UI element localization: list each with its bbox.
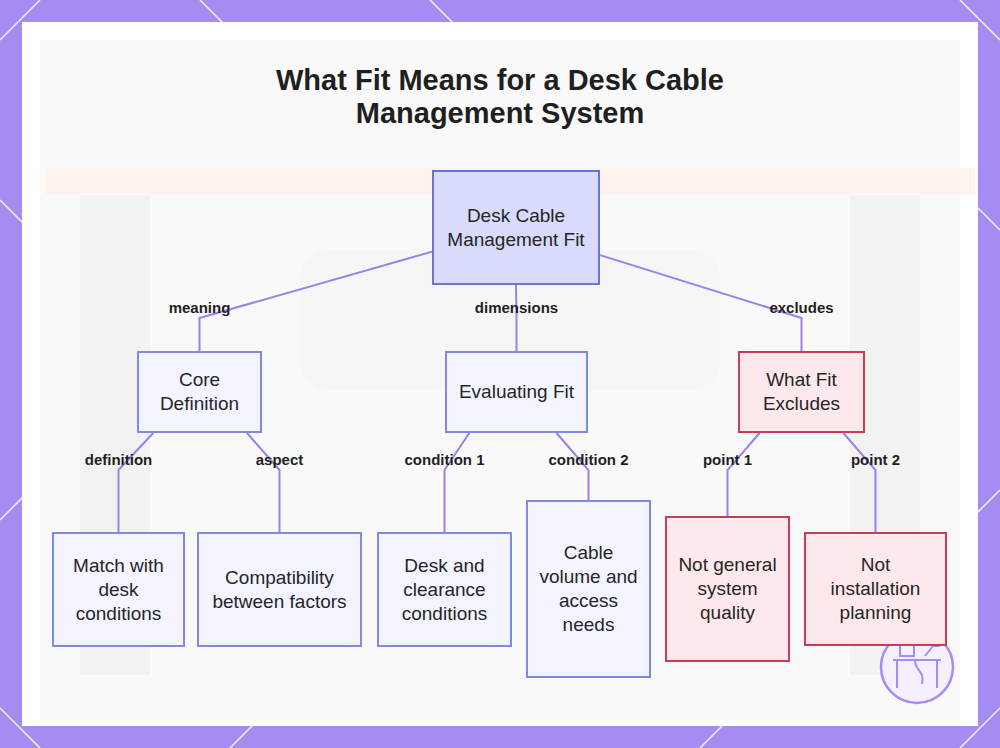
node-text: Evaluating Fit — [459, 380, 574, 404]
category-box: Evaluating Fit — [445, 351, 588, 433]
exclusion-box: What Fit Excludes — [738, 351, 865, 433]
edge-label: definition — [85, 451, 153, 469]
edge-label: condition 1 — [405, 451, 485, 469]
connector-line — [843, 433, 875, 532]
edge-label: meaning — [169, 299, 231, 317]
connector-line — [119, 433, 154, 532]
node-text: Core Definition — [147, 368, 252, 416]
node-text: Match with desk conditions — [62, 554, 175, 626]
edge-label: condition 2 — [549, 451, 629, 469]
connector-line — [728, 433, 760, 516]
node-text: Not installation planning — [814, 553, 937, 625]
edge-label: excludes — [769, 299, 833, 317]
edge-label: aspect — [256, 451, 304, 469]
exclusion-leaf-box: Not general system quality — [665, 516, 790, 662]
connector-line — [445, 433, 470, 532]
category-box: Core Definition — [137, 351, 262, 433]
connector-line — [247, 433, 280, 532]
edge-label: point 1 — [703, 451, 752, 469]
connector-line — [200, 252, 433, 351]
diagram-title: What Fit Means for a Desk Cable Manageme… — [200, 64, 800, 130]
root-box: Desk Cable Management Fit — [432, 170, 600, 285]
exclusion-leaf-box: Not installation planning — [804, 532, 947, 646]
faded-photo — [40, 40, 975, 720]
node-text: Not general system quality — [675, 553, 780, 625]
node-text: What Fit Excludes — [748, 368, 855, 416]
edge-label: dimensions — [475, 299, 558, 317]
edge-label: point 2 — [851, 451, 900, 469]
leaf-box: Compatibility between factors — [197, 532, 362, 647]
leaf-box: Desk and clearance conditions — [377, 532, 512, 647]
leaf-box: Cable volume and access needs — [526, 500, 651, 678]
node-text: Desk Cable Management Fit — [442, 204, 590, 252]
node-text: Desk and clearance conditions — [387, 554, 502, 626]
node-text: Cable volume and access needs — [536, 541, 641, 637]
connector-line — [515, 285, 518, 351]
leaf-box: Match with desk conditions — [52, 532, 185, 647]
white-panel — [22, 22, 978, 726]
node-text: Compatibility between factors — [207, 566, 352, 614]
